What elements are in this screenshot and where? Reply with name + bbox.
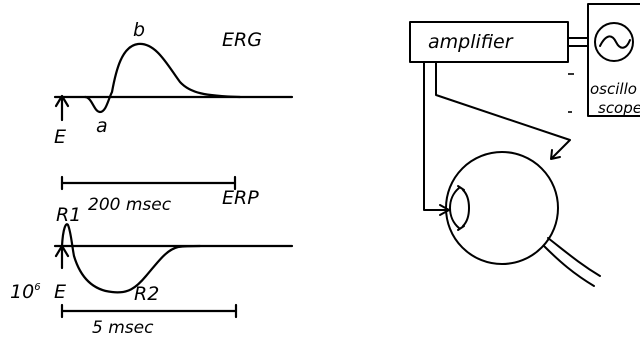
eyeball-icon (445, 151, 559, 265)
oscilloscope-label-line1: oscillo (590, 80, 637, 98)
erp-gain-exponent: 6 (34, 282, 40, 293)
apparatus (409, 3, 640, 287)
iris-bottom (457, 225, 465, 231)
oscilloscope-screen-icon (594, 22, 634, 62)
reference-arrowhead (550, 149, 561, 160)
erg-arrowhead (54, 94, 70, 108)
erp-peak-r1-label: R1 (56, 204, 81, 226)
erp-scale-label: 5 msec (92, 318, 154, 338)
reference-electrode-lead (435, 61, 571, 159)
cornea-electrode-lead (423, 61, 449, 211)
erp-panel (53, 223, 294, 319)
erg-panel (53, 42, 294, 191)
oscilloscope-label-line2: scope (598, 99, 640, 117)
erg-stimulus-label: E (54, 126, 66, 148)
oscilloscope-box (587, 3, 640, 117)
erp-gain-label: 106 (10, 281, 41, 303)
optic-nerve-upper (547, 237, 601, 277)
lens-icon (462, 189, 470, 227)
cornea-arrowhead (439, 204, 450, 216)
amplifier-box (409, 21, 569, 63)
erg-trace (83, 42, 242, 114)
erg-scale-label: 200 msec (88, 195, 172, 215)
erp-arrowhead (54, 244, 70, 258)
iris-top (457, 185, 465, 191)
optic-nerve-lower (543, 245, 595, 287)
erg-title: ERG (222, 29, 262, 51)
erp-peak-r2-label: R2 (134, 283, 159, 305)
erp-stimulus-label: E (54, 281, 66, 303)
erp-trace (60, 223, 202, 294)
erg-peak-b-label: b (133, 19, 145, 41)
oscilloscope-waveform (599, 35, 631, 49)
erp-title: ERP (222, 187, 259, 209)
amplifier-label: amplifier (428, 31, 514, 53)
erg-peak-a-label: a (96, 115, 108, 137)
tick-marks (568, 73, 574, 113)
cornea-icon (449, 187, 460, 229)
